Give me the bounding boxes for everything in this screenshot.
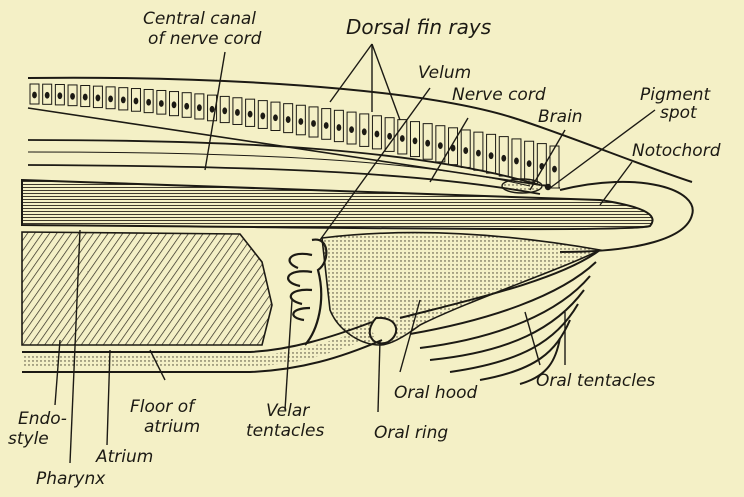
label-oral-hood: Oral hood xyxy=(394,384,477,403)
label-notochord: Notochord xyxy=(632,142,721,161)
label-endostyle-line2: style xyxy=(8,430,49,449)
fin-ray-core xyxy=(514,158,519,165)
fin-ray-core xyxy=(489,152,494,159)
fin-ray-core xyxy=(273,114,278,121)
fin-ray-core xyxy=(552,166,557,173)
fin-ray-core xyxy=(70,93,75,100)
fin-ray-core xyxy=(235,109,240,116)
fin-ray-core xyxy=(32,92,37,99)
fin-ray-core xyxy=(463,147,468,154)
pharynx-region xyxy=(22,232,272,345)
label-floor-of-atrium-line1: Floor of xyxy=(130,398,194,417)
fin-ray-core xyxy=(134,98,139,105)
fin-ray-core xyxy=(222,107,227,114)
label-central-canal-line2: of nerve cord xyxy=(148,30,261,49)
fin-ray-core xyxy=(387,133,392,140)
label-brain: Brain xyxy=(538,108,583,127)
fin-ray-core xyxy=(146,99,151,106)
fin-ray-core xyxy=(121,97,126,104)
fin-ray-core xyxy=(375,131,380,138)
label-velar-tentacles-line2: tentacles xyxy=(246,422,324,441)
label-central-canal-line1: Central canal xyxy=(143,10,256,29)
fin-ray-core xyxy=(286,116,291,123)
fin-ray-core xyxy=(311,120,316,127)
label-dorsal-fin-rays: Dorsal fin rays xyxy=(346,16,491,38)
label-atrium: Atrium xyxy=(96,448,153,467)
label-pigment-spot-line2: spot xyxy=(660,104,697,123)
fin-ray-core xyxy=(324,122,329,129)
fin-ray-core xyxy=(438,142,443,149)
fin-ray-core xyxy=(413,137,418,144)
fin-ray-core xyxy=(298,118,303,125)
label-floor-of-atrium-line2: atrium xyxy=(144,418,200,437)
fin-ray-core xyxy=(108,95,113,102)
fin-ray-core xyxy=(159,100,164,107)
fin-ray-core xyxy=(260,113,265,120)
label-oral-tentacles: Oral tentacles xyxy=(536,372,655,391)
label-nerve-cord: Nerve cord xyxy=(452,86,546,105)
label-pharynx: Pharynx xyxy=(36,470,105,489)
label-endostyle-line1: Endo- xyxy=(18,410,67,429)
fin-ray-core xyxy=(476,150,481,157)
fin-ray-core xyxy=(210,106,215,113)
fin-ray-core xyxy=(45,92,50,99)
fin-ray-core xyxy=(527,160,532,167)
fin-ray-core xyxy=(400,135,405,142)
fin-ray-core xyxy=(425,140,430,147)
fin-ray-core xyxy=(349,126,354,133)
fin-ray-core xyxy=(172,101,177,108)
fin-ray-core xyxy=(57,92,62,99)
label-velum: Velum xyxy=(418,64,471,83)
fin-ray-core xyxy=(336,124,341,131)
fin-ray-core xyxy=(197,104,202,111)
fin-ray-core xyxy=(96,95,101,102)
fin-ray-core xyxy=(83,94,88,101)
fin-ray-core xyxy=(248,111,253,118)
fin-ray-core xyxy=(501,155,506,162)
fin-ray-core xyxy=(362,128,367,135)
fin-ray-core xyxy=(184,103,189,110)
oral-ring xyxy=(370,318,396,344)
label-velar-tentacles-line1: Velar xyxy=(266,402,309,421)
label-oral-ring: Oral ring xyxy=(374,424,448,443)
